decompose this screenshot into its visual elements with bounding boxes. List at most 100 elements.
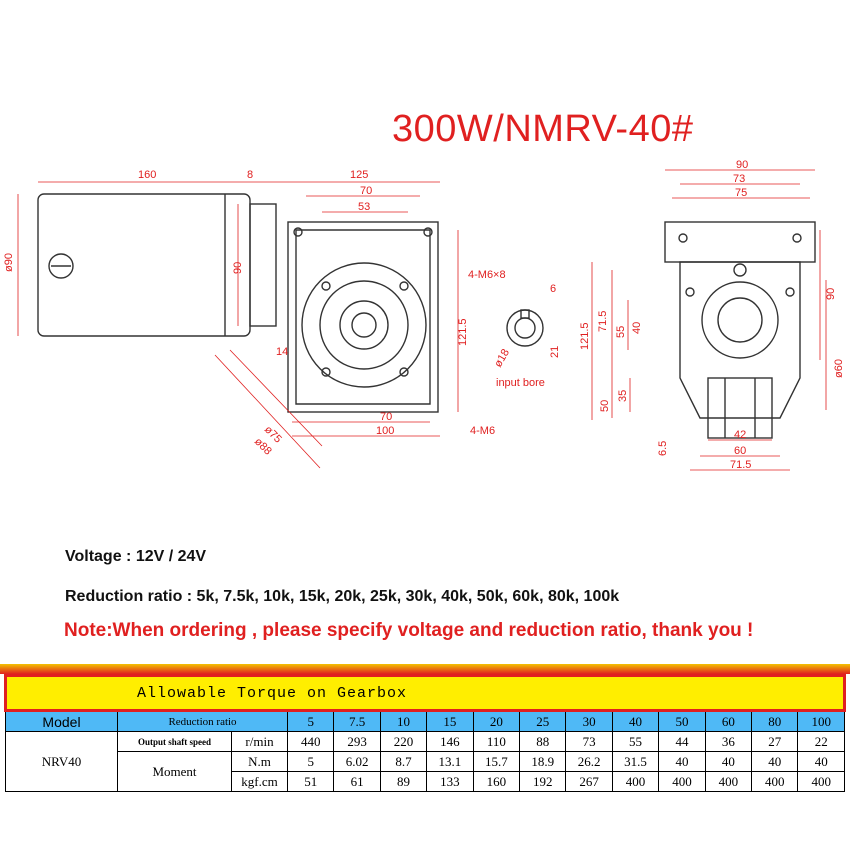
dim-label: 55 bbox=[615, 326, 627, 338]
input-bore bbox=[506, 309, 544, 347]
table-cell: 22 bbox=[797, 731, 845, 752]
table-cell: 400 bbox=[751, 771, 799, 792]
gearbox-front bbox=[287, 221, 439, 413]
dim-label: 6.5 bbox=[657, 441, 669, 456]
motor-outline bbox=[37, 193, 277, 337]
dim-label: 73 bbox=[733, 173, 745, 185]
dim-label: 4-M6×8 bbox=[468, 269, 506, 281]
table-cell: 55 bbox=[611, 731, 660, 752]
table-cell: 27 bbox=[751, 731, 799, 752]
table-cell: 40 bbox=[704, 751, 753, 772]
table-cell: 89 bbox=[379, 771, 428, 792]
ratio-cell: 80 bbox=[751, 710, 799, 732]
dim-label: input bore bbox=[496, 377, 545, 389]
technical-drawing: 160 8 125 70 53 90 4-M6×8 121.5 14 70 10… bbox=[3, 159, 845, 471]
ratio-cell: 20 bbox=[472, 710, 521, 732]
model-cell: NRV40 bbox=[5, 731, 118, 792]
dim-label: 40 bbox=[631, 322, 643, 334]
voltage-spec: Voltage : 12V / 24V bbox=[65, 548, 207, 565]
dim-label: 14 bbox=[276, 346, 288, 358]
table-cell: 26.2 bbox=[565, 751, 613, 772]
table-cell: 440 bbox=[286, 731, 335, 752]
header-bar bbox=[0, 664, 850, 674]
table-cell: 267 bbox=[565, 771, 613, 792]
table-cell: 13.1 bbox=[426, 751, 474, 772]
moment-nm-row: Moment N.m 5 6.02 8.7 13.1 15.7 18.9 26.… bbox=[6, 751, 845, 792]
table-cell: 160 bbox=[472, 771, 521, 792]
table-cell: 8.7 bbox=[379, 751, 428, 772]
ratio-cell: 7.5 bbox=[333, 710, 381, 732]
dimension-labels: 160 8 125 70 53 90 4-M6×8 121.5 14 70 10… bbox=[3, 159, 845, 471]
table-cell: 192 bbox=[519, 771, 567, 792]
table-cell: 88 bbox=[519, 731, 567, 752]
unit-cell: r/min bbox=[231, 731, 288, 752]
model-header: Model bbox=[5, 710, 118, 732]
table-title: Allowable Torque on Gearbox bbox=[4, 674, 846, 712]
table-cell: 110 bbox=[472, 731, 521, 752]
ratio-cell: 60 bbox=[704, 710, 753, 732]
unit-cell: kgf.cm bbox=[231, 771, 288, 792]
dim-label: 6 bbox=[550, 283, 556, 295]
ratio-cell: 50 bbox=[658, 710, 706, 732]
ratio-cell: 5 bbox=[286, 710, 335, 732]
speed-row: NRV40 Output shaft speed r/min 440 293 2… bbox=[5, 731, 845, 792]
ratio-row: Model Reduction ratio 5 7.5 10 15 20 25 … bbox=[5, 710, 845, 732]
table-cell: 40 bbox=[658, 751, 706, 772]
ratio-header: Reduction ratio bbox=[117, 710, 288, 732]
table-cell: 15.7 bbox=[472, 751, 521, 772]
order-note: Note:When ordering , please specify volt… bbox=[64, 620, 754, 641]
ratio-cell: 15 bbox=[426, 710, 474, 732]
ratio-cell: 10 bbox=[379, 710, 428, 732]
dim-label: 75 bbox=[735, 187, 747, 199]
table-cell: 400 bbox=[704, 771, 753, 792]
dim-label: 70 bbox=[360, 185, 372, 197]
table-cell: 31.5 bbox=[611, 751, 660, 772]
page-title: 300W/NMRV-40# bbox=[392, 108, 694, 150]
dim-label: 60 bbox=[734, 445, 746, 457]
table-cell: 133 bbox=[426, 771, 474, 792]
table-cell: 400 bbox=[611, 771, 660, 792]
ratio-cell: 100 bbox=[797, 710, 845, 732]
table-cell: 44 bbox=[658, 731, 706, 752]
dim-label: 71.5 bbox=[597, 311, 609, 332]
ratio-spec: Reduction ratio : 5k, 7.5k, 10k, 15k, 20… bbox=[65, 588, 620, 605]
dim-label: 71.5 bbox=[730, 459, 751, 471]
torque-table: Allowable Torque on Gearbox Model Reduct… bbox=[4, 674, 846, 792]
dim-label: 90 bbox=[736, 159, 748, 171]
dim-label: 21 bbox=[549, 346, 561, 358]
table-cell: 5 bbox=[286, 751, 335, 772]
dim-label: 121.5 bbox=[457, 318, 469, 346]
dim-label: 8 bbox=[247, 169, 253, 181]
table-cell: 293 bbox=[333, 731, 381, 752]
table-cell: 6.02 bbox=[333, 751, 381, 772]
dim-label: 42 bbox=[734, 429, 746, 441]
moment-label: Moment bbox=[117, 751, 232, 792]
dim-label: 160 bbox=[138, 169, 156, 181]
dim-label: ø90 bbox=[3, 253, 15, 272]
ratio-cell: 25 bbox=[519, 710, 567, 732]
dim-label: 35 bbox=[617, 390, 629, 402]
table-cell: 73 bbox=[565, 731, 613, 752]
moment-kgf-row: kgf.cm 51 61 89 133 160 192 267 400 400 … bbox=[6, 771, 845, 792]
dim-label: 90 bbox=[825, 288, 837, 300]
torque-table-section: Allowable Torque on Gearbox Model Reduct… bbox=[0, 664, 850, 792]
dim-label: 90 bbox=[232, 262, 244, 274]
table-cell: 220 bbox=[379, 731, 428, 752]
dim-label: ø60 bbox=[833, 359, 845, 378]
dim-label: 121.5 bbox=[579, 322, 591, 350]
table-cell: 18.9 bbox=[519, 751, 567, 772]
table-cell: 40 bbox=[797, 751, 845, 772]
dim-label: ø18 bbox=[492, 347, 512, 369]
dim-label: 50 bbox=[599, 400, 611, 412]
dimension-lines bbox=[17, 169, 827, 471]
dim-label: 125 bbox=[350, 169, 368, 181]
dim-label: 4-M6 bbox=[470, 425, 495, 437]
table-cell: 400 bbox=[658, 771, 706, 792]
table-cell: 40 bbox=[751, 751, 799, 772]
speed-label: Output shaft speed bbox=[117, 731, 232, 752]
table-cell: 61 bbox=[333, 771, 381, 792]
gearbox-side bbox=[664, 221, 816, 439]
table-cell: 400 bbox=[797, 771, 845, 792]
table-cell: 146 bbox=[426, 731, 474, 752]
dim-label: 70 bbox=[380, 411, 392, 423]
